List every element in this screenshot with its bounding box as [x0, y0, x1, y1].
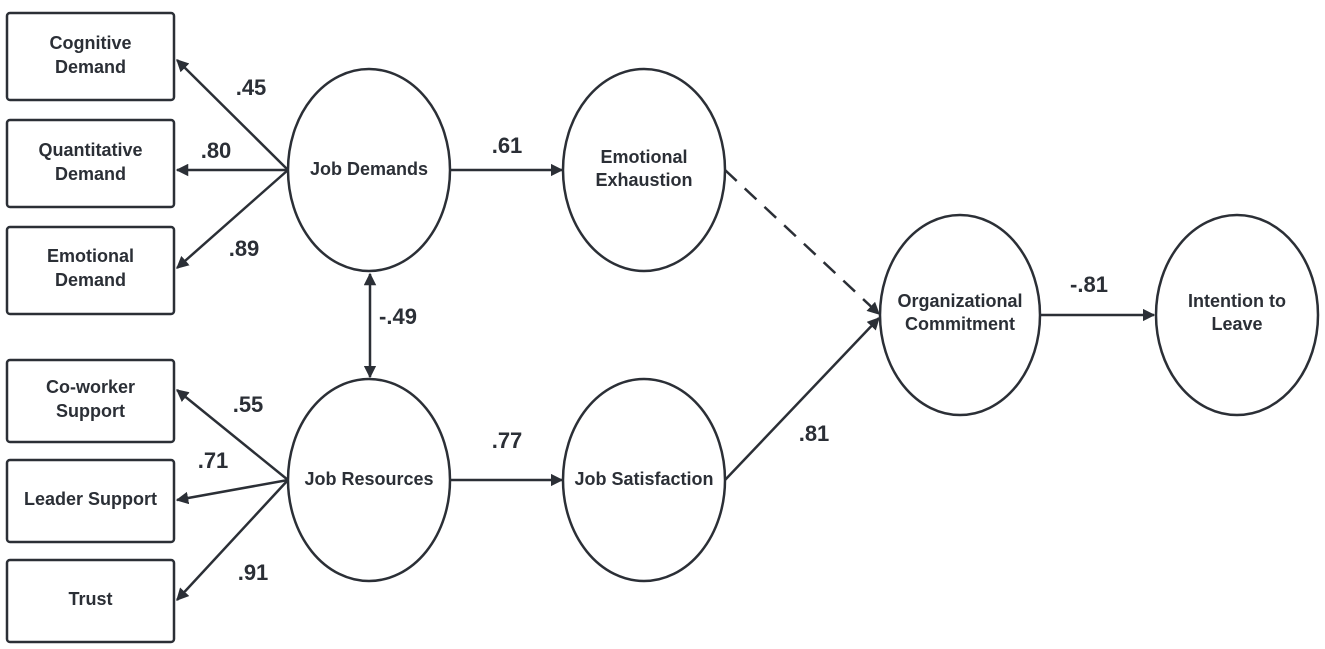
node-intention-to-leave-line-2: Leave [1211, 314, 1262, 334]
indicator-emotional-line-2: Demand [55, 270, 126, 290]
node-job-demands-label: Job Demands [310, 159, 428, 179]
edge-exhaustion-commitment [724, 169, 880, 315]
indicator-cognitive-line-2: Demand [55, 57, 126, 77]
coef-demands-exhaustion: .61 [492, 133, 523, 158]
coef-trust: .91 [238, 560, 269, 585]
coef-leader: .71 [198, 448, 229, 473]
edge-resources-trust [176, 479, 289, 601]
coef-satisfaction-commitment: .81 [799, 421, 830, 446]
coef-commitment-intention: -.81 [1070, 272, 1108, 297]
edge-demands-cognitive [176, 59, 289, 171]
indicator-trust: Trust [5, 558, 176, 644]
edge-demands-emotional [176, 169, 289, 269]
indicator-leader-support: Leader Support [5, 458, 176, 544]
node-intention-to-leave-line-1: Intention to [1188, 291, 1286, 311]
coef-coworker: .55 [233, 392, 264, 417]
node-job-demands: Job Demands [286, 67, 452, 273]
node-organizational-commitment-line-1: Organizational [897, 291, 1022, 311]
svg-text:Job Demands: Job Demands [310, 159, 428, 179]
indicator-coworker-line-1: Co-worker [46, 377, 135, 397]
indicator-coworker-line-2: Support [56, 401, 125, 421]
edges [175, 59, 1156, 601]
coef-emotional: .89 [229, 236, 260, 261]
coef-cognitive: .45 [236, 75, 267, 100]
node-intention-to-leave: Intention to Leave [1154, 213, 1320, 417]
node-job-resources: Job Resources [286, 377, 452, 583]
indicator-cognitive-line-1: Cognitive [49, 33, 131, 53]
node-job-satisfaction: Job Satisfaction [561, 377, 727, 583]
svg-text:Trust: Trust [68, 589, 112, 609]
node-organizational-commitment-line-2: Commitment [905, 314, 1015, 334]
edge-resources-coworker [176, 389, 289, 481]
indicator-leader-line-1: Leader Support [24, 489, 157, 509]
svg-text:Job Resources: Job Resources [304, 469, 433, 489]
coef-demands-resources: -.49 [379, 304, 417, 329]
svg-text:Job Satisfaction: Job Satisfaction [574, 469, 713, 489]
edge-resources-leader [175, 478, 289, 505]
coefficient-labels: .45 .80 .89 .55 .71 .91 -.49 .61 .77 .81… [198, 75, 1108, 585]
svg-text:Leader Support: Leader Support [24, 489, 157, 509]
indicator-quantitative-line-1: Quantitative [38, 140, 142, 160]
coef-quantitative: .80 [201, 138, 232, 163]
edge-satisfaction-commitment [724, 317, 880, 481]
coef-resources-satisfaction: .77 [492, 428, 523, 453]
node-emotional-exhaustion-line-1: Emotional [600, 147, 687, 167]
indicator-emotional-line-1: Emotional [47, 246, 134, 266]
node-emotional-exhaustion-line-2: Exhaustion [595, 170, 692, 190]
node-job-satisfaction-label: Job Satisfaction [574, 469, 713, 489]
indicator-quantitative-line-2: Demand [55, 164, 126, 184]
node-job-resources-label: Job Resources [304, 469, 433, 489]
indicator-trust-line-1: Trust [68, 589, 112, 609]
